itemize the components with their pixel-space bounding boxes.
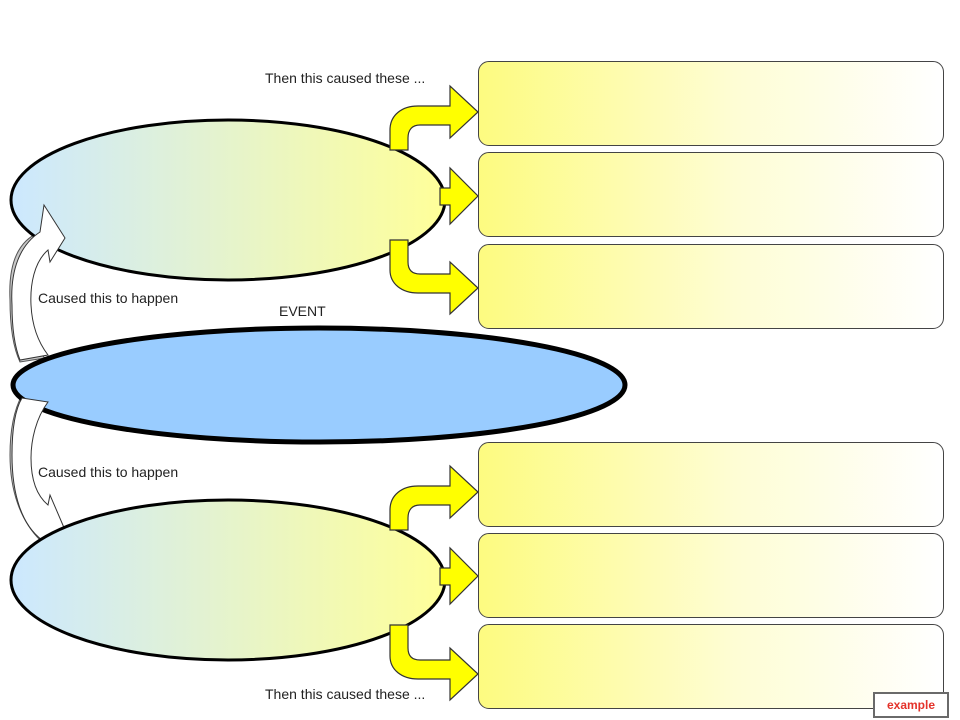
effect-box-top-1[interactable] xyxy=(478,61,944,146)
arrow-right-icon xyxy=(439,166,479,226)
curved-arrow-up-icon xyxy=(11,203,66,361)
effect-box-bottom-1[interactable] xyxy=(478,442,944,527)
arrow-right-icon xyxy=(389,84,479,151)
example-button[interactable]: example xyxy=(873,692,949,718)
effect-box-bottom-2[interactable] xyxy=(478,533,944,618)
arrow-right-icon xyxy=(439,546,479,606)
arrow-right-icon xyxy=(389,239,479,316)
then-label-top: Then this caused these ... xyxy=(265,70,426,86)
caused-label-bottom: Caused this to happen xyxy=(38,464,179,480)
cause-ellipse-bottom[interactable] xyxy=(9,498,447,662)
arrow-right-icon xyxy=(389,624,479,702)
effect-box-bottom-3[interactable] xyxy=(478,624,944,709)
arrow-right-icon xyxy=(389,464,479,531)
event-label: EVENT xyxy=(279,303,326,319)
then-label-bottom: Then this caused these ... xyxy=(265,686,426,702)
branch-arrows-top xyxy=(389,84,479,316)
effect-box-top-2[interactable] xyxy=(478,152,944,237)
caused-label-top: Caused this to happen xyxy=(38,290,179,306)
branch-arrows-bottom xyxy=(389,464,479,702)
curved-arrow-down-icon xyxy=(11,397,66,562)
effect-box-top-3[interactable] xyxy=(478,244,944,329)
event-ellipse[interactable] xyxy=(10,325,628,445)
cause-ellipse-top[interactable] xyxy=(9,118,447,282)
example-button-label: example xyxy=(886,698,936,712)
